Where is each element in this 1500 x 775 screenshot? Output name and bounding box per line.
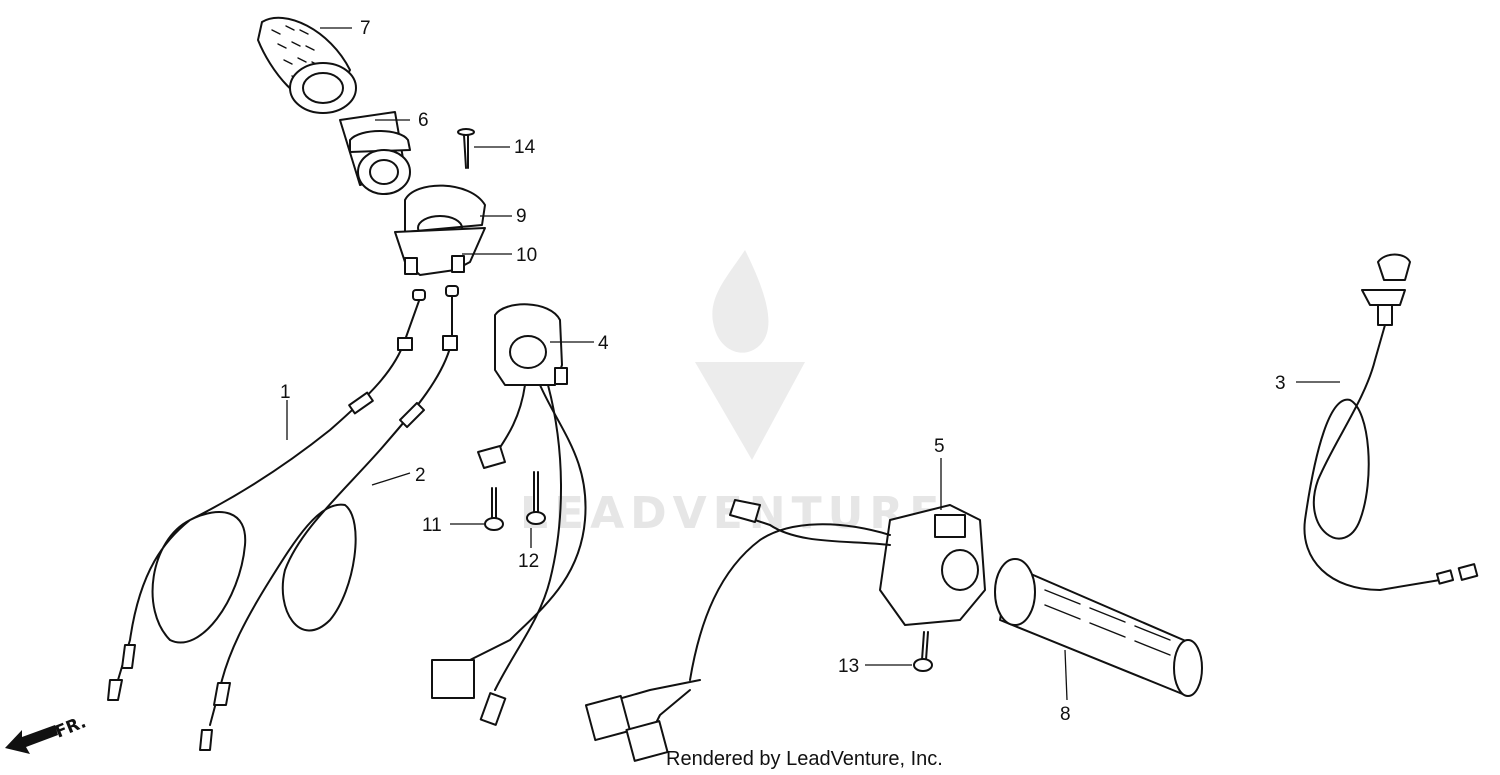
leader-lines: [286, 27, 1340, 701]
part-12-screw: [526, 471, 546, 525]
callout-12: 12: [518, 551, 539, 572]
callout-3: 3: [1275, 373, 1286, 394]
render-credit: Rendered by LeadVenture, Inc.: [666, 748, 943, 770]
part-6-throttle-pipe: [339, 111, 411, 195]
part-10-housing-lower: [394, 227, 486, 276]
watermark-flame-icon: [712, 250, 769, 353]
callout-14: 14: [514, 137, 536, 158]
part-14-screw: [457, 128, 475, 169]
callouts: 7 6 14 9 10 4 1 2 11 12 5 13 8 3: [280, 18, 1286, 725]
part-13-screw: [913, 631, 933, 672]
callout-4: 4: [598, 333, 609, 354]
front-direction-label: FR.: [52, 712, 89, 742]
part-5-left-handlebar-switch: [584, 499, 986, 762]
part-9-housing-upper: [404, 184, 486, 241]
callout-7: 7: [360, 18, 371, 39]
part-7-throttle-grip: [257, 16, 357, 114]
watermark-v-icon: [695, 362, 805, 460]
callout-6: 6: [418, 110, 429, 131]
callout-10: 10: [516, 245, 537, 266]
leadventure-watermark: LEADVENTURE: [520, 250, 939, 539]
part-2-throttle-cable: [199, 285, 459, 751]
front-arrow-icon: [5, 725, 58, 754]
callout-13: 13: [838, 656, 859, 677]
callout-5: 5: [934, 436, 945, 457]
callout-9: 9: [516, 206, 527, 227]
part-4-right-handlebar-switch: [431, 303, 587, 726]
callout-1: 1: [280, 382, 291, 403]
callout-11: 11: [422, 515, 442, 536]
front-direction-indicator: FR.: [5, 712, 89, 754]
part-1-throttle-cable: [107, 289, 426, 701]
callout-8: 8: [1060, 704, 1071, 725]
part-3-choke-cable: [1303, 253, 1479, 591]
part-11-screw: [484, 487, 504, 531]
callout-2: 2: [415, 465, 426, 486]
part-8-left-grip: [994, 558, 1203, 697]
